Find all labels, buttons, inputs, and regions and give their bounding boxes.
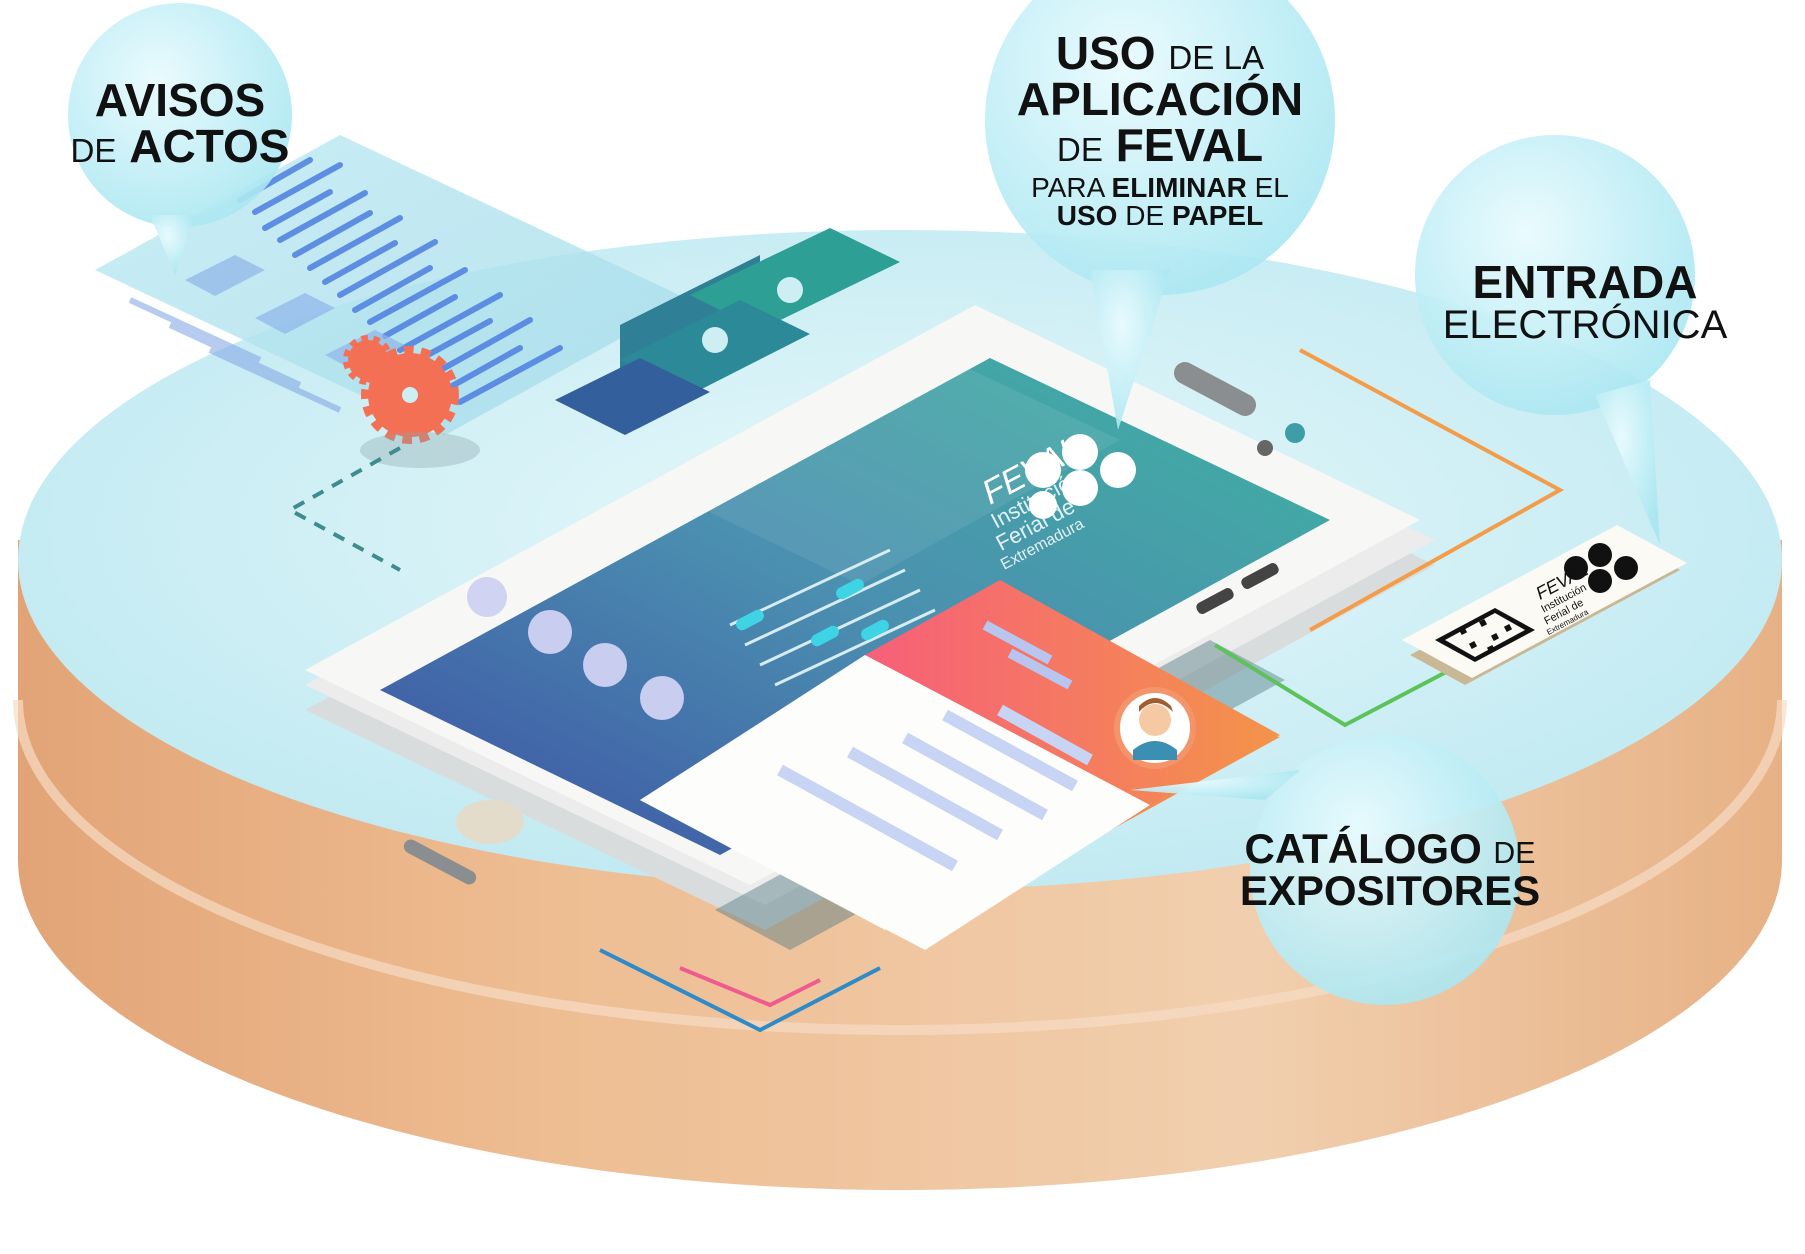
catalogo-line1-a: CATÁLOGO — [1244, 825, 1482, 872]
phone-logo-mark — [1025, 434, 1136, 519]
avisos-line2-b: ACTOS — [129, 120, 290, 172]
uso-line4-c: EL — [1254, 172, 1289, 203]
uso-line4-a: PARA — [1031, 172, 1104, 203]
bubble-entrada — [1415, 135, 1695, 545]
bubble-uso — [985, 0, 1335, 430]
dots-icon — [467, 577, 684, 720]
uso-line2-a: APLICACIÓN — [1016, 73, 1304, 125]
bubble-entrada-text: ENTRADA ELECTRÓNICA — [1440, 252, 1730, 352]
uso-line5-b: DE — [1125, 200, 1165, 231]
entrada-line1-a: ENTRADA — [1472, 256, 1698, 308]
uso-line1-b: DE LA — [1168, 40, 1265, 77]
uso-line3-b: FEVAL — [1115, 119, 1264, 171]
avisos-line1-a: AVISOS — [94, 74, 266, 126]
bubble-catalogo — [1130, 735, 1520, 1005]
e-ticket — [1402, 525, 1687, 685]
bubble-shapes — [68, 0, 1695, 1005]
dashed-connector — [285, 446, 401, 572]
uso-line5-c: PAPEL — [1171, 200, 1264, 231]
uso-line1-a: USO — [1055, 27, 1156, 79]
uso-line4-b: ELIMINAR — [1111, 172, 1247, 203]
connector-lines — [599, 348, 1565, 1033]
avisos-line2-a: DE — [70, 133, 117, 170]
catalogo-line2-a: EXPOSITORES — [1239, 867, 1541, 914]
menu-bars — [555, 228, 900, 435]
floating-document — [95, 135, 690, 435]
bubble-uso-text: USO DE LA APLICACIÓN DE FEVAL PARA ELIMI… — [995, 10, 1325, 250]
uso-line5-a: USO — [1056, 200, 1118, 231]
catalog-card — [640, 580, 1285, 950]
entrada-line2-a: ELECTRÓNICA — [1442, 303, 1728, 347]
sliders-icon — [729, 548, 936, 687]
qr-code-icon — [1435, 608, 1535, 662]
gear-icon — [343, 335, 480, 468]
uso-line3-a: DE — [1056, 132, 1103, 169]
catalogo-line1-b: DE — [1493, 837, 1536, 870]
bubble-avisos-text: AVISOS DE ACTOS — [60, 68, 300, 178]
bubble-avisos — [68, 3, 292, 275]
bubble-catalogo-text: CATÁLOGO DE EXPOSITORES — [1240, 825, 1540, 915]
